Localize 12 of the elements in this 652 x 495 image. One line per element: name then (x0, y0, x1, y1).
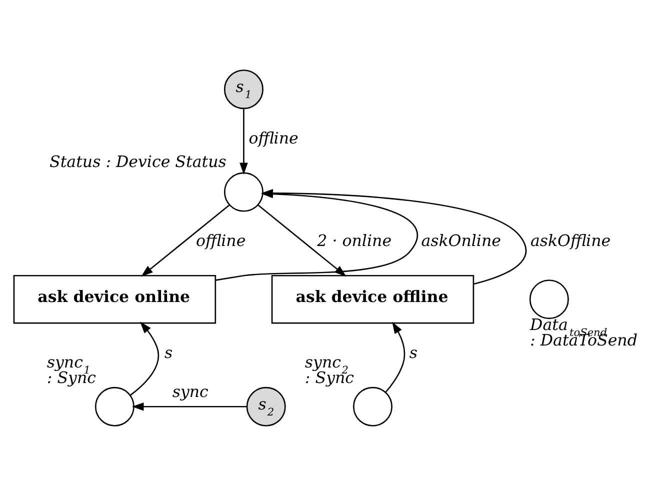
node-label: Status : Device Status (50, 152, 226, 171)
edge-label: offline (248, 128, 298, 147)
edge-label: askOffline (530, 230, 611, 250)
edge-label: s (164, 342, 173, 362)
edge-label: offline (196, 230, 246, 250)
node-label: sync$_{2}$ : Sync (304, 352, 354, 387)
node-label: Data$_{toSend}$ : DataToSend (530, 314, 638, 350)
node-label: sync$_{1}$ : Sync (46, 352, 96, 387)
edge-label: askOnline (421, 230, 501, 250)
edge-label: sync (172, 381, 208, 400)
edge-label: 2 · online (317, 230, 392, 250)
edge-label: s (409, 342, 418, 362)
